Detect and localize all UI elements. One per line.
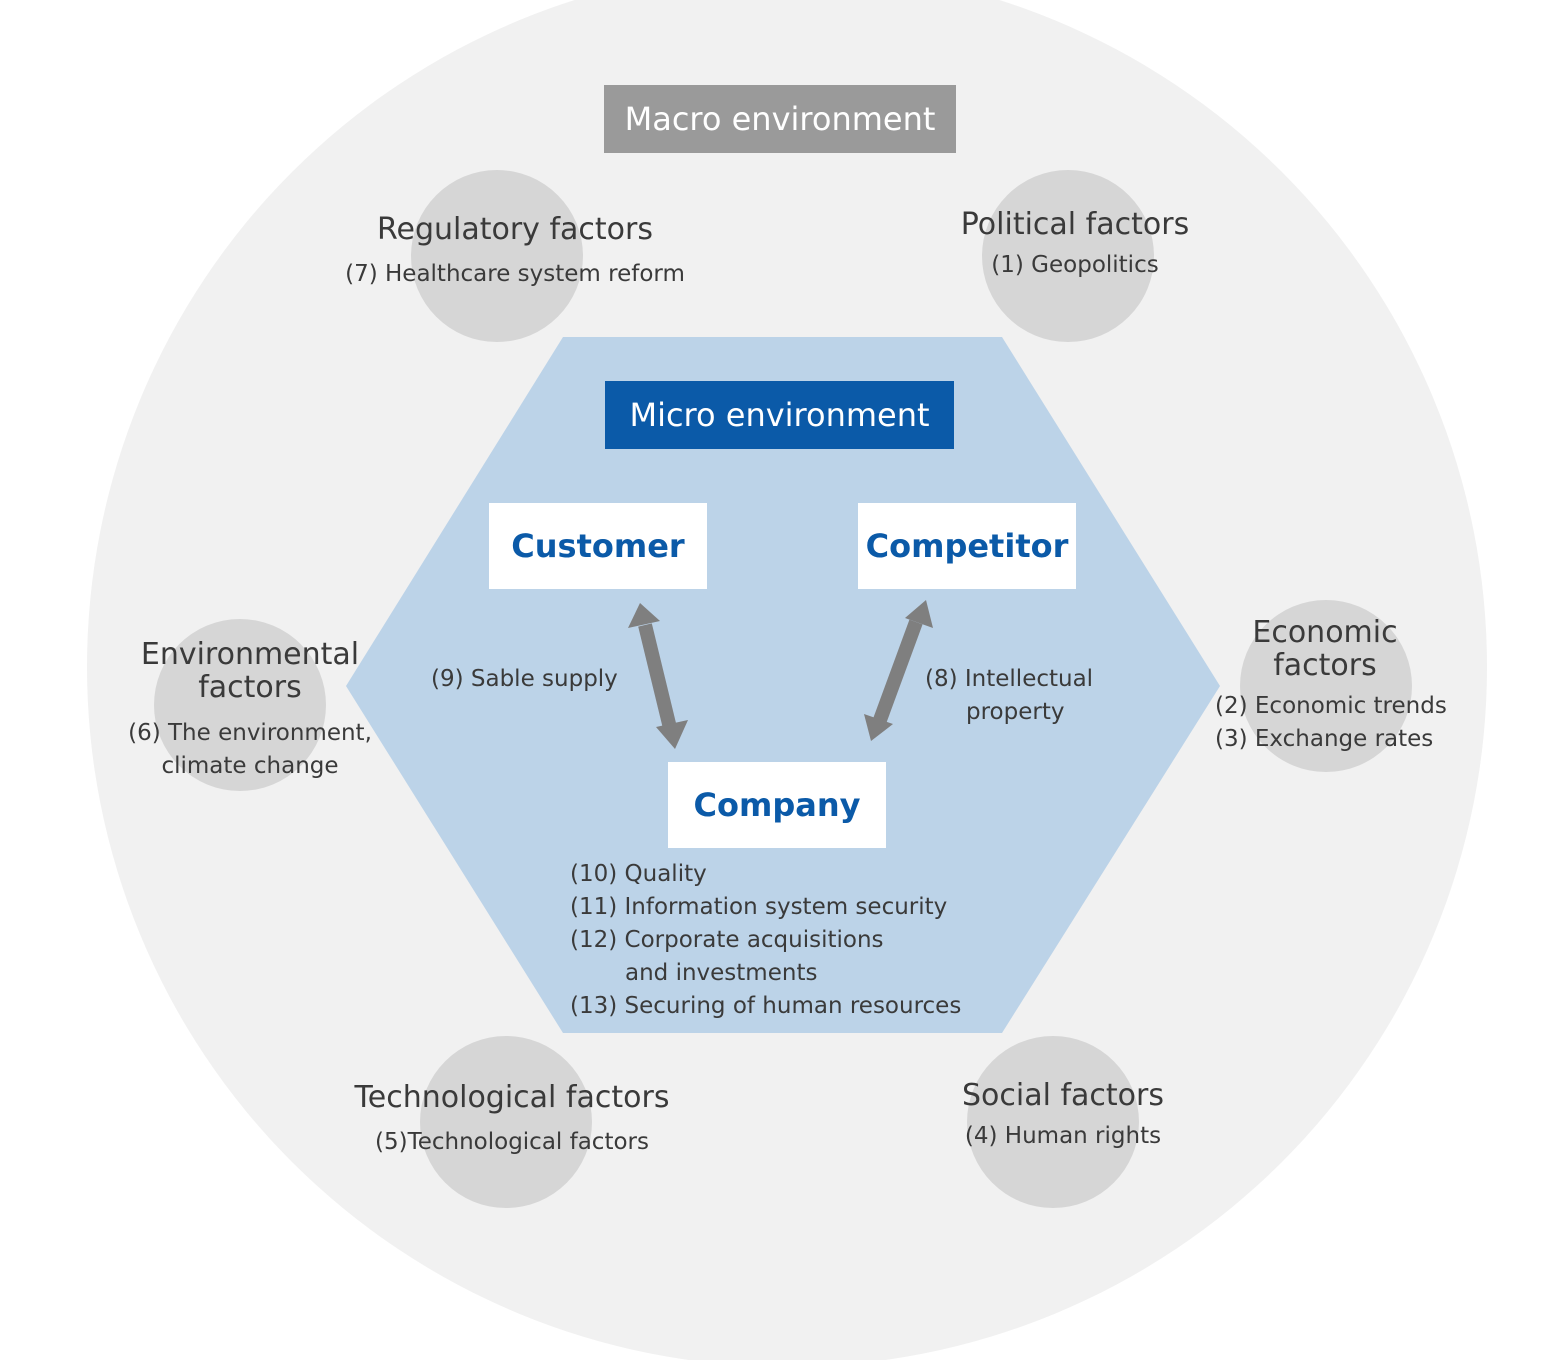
company-box: Company (668, 762, 886, 848)
arrowhead-company-right (864, 714, 893, 741)
company-risk-item: (11) Information system security (570, 894, 948, 920)
environmental-factors: Environmental factors (6) The environmen… (95, 638, 405, 783)
factor-item: climate change (161, 753, 339, 779)
relation-label-line: property (966, 699, 1065, 725)
macro-environment-label: Macro environment (604, 85, 956, 153)
company-risk-item: (13) Securing of human resources (570, 993, 962, 1019)
factor-item: (6) The environment, (128, 720, 372, 746)
factor-title: Social factors (961, 1078, 1164, 1113)
company-risk-item: and investments (625, 960, 818, 986)
regulatory-factors: Regulatory factors (7) Healthcare system… (300, 213, 730, 291)
arrowhead-competitor (905, 600, 933, 628)
competitor-box: Competitor (858, 503, 1076, 589)
factor-item: (3) Exchange rates (1215, 726, 1434, 752)
factor-circle-regulatory (411, 170, 583, 342)
company-risk-item: (12) Corporate acquisitions (570, 927, 884, 953)
arrow-customer-company (638, 623, 677, 730)
factor-circle-social (967, 1036, 1139, 1208)
factor-title-line: factors (198, 670, 302, 705)
technological-factors: Technological factors (5)Technological f… (300, 1081, 724, 1159)
micro-environment-label: Micro environment (605, 381, 954, 449)
factor-item: (5)Technological factors (374, 1129, 649, 1155)
factor-circle-economic (1240, 600, 1412, 772)
company-risk-item: (10) Quality (570, 861, 707, 887)
relation-label-line: (8) Intellectual (925, 666, 1094, 692)
factor-item: (1) Geopolitics (991, 252, 1159, 278)
factor-circle-political (982, 170, 1154, 342)
relation-label-supply: (9) Sable supply (431, 666, 618, 692)
factor-title-line: factors (1273, 648, 1377, 683)
factor-circle-technological (420, 1036, 592, 1208)
economic-items: (2) Economic trends (3) Exchange rates (1215, 690, 1515, 756)
factor-title: Technological factors (354, 1080, 670, 1115)
arrowhead-customer (628, 603, 660, 628)
factor-item: (2) Economic trends (1215, 693, 1447, 719)
factor-title-line: Economic (1252, 615, 1398, 650)
political-factors: Political factors (1) Geopolitics (905, 208, 1245, 282)
economic-factors: Economic factors (1190, 616, 1460, 682)
factor-title: Political factors (960, 207, 1190, 242)
factor-title: Regulatory factors (377, 212, 653, 247)
factor-title-line: Environmental (140, 637, 360, 672)
customer-box: Customer (489, 503, 707, 589)
relation-label-ip: (8) Intellectual property (925, 663, 1093, 729)
social-factors: Social factors (4) Human rights (905, 1079, 1221, 1153)
arrowhead-company-left (656, 720, 688, 749)
factor-circle-environmental (154, 619, 326, 791)
factor-item: (4) Human rights (964, 1123, 1162, 1149)
arrow-competitor-company (873, 619, 923, 723)
company-risk-list: (10) Quality (11) Information system sec… (570, 858, 961, 1023)
factor-item: (7) Healthcare system reform (345, 261, 685, 287)
